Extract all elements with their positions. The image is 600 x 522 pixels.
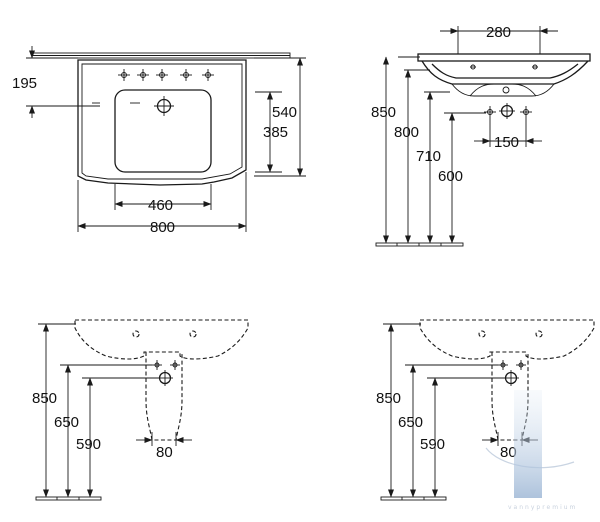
dim-195: 195 [12, 75, 37, 92]
pr-dim-650: 650 [398, 414, 423, 431]
top-basin-outline [77, 59, 247, 186]
watermark-text: vannypremium [508, 504, 577, 511]
pedestal-left-basin [74, 319, 249, 360]
tap-holes [118, 69, 214, 81]
top-bowl [114, 89, 212, 173]
dim-800-side: 800 [394, 124, 419, 141]
pl-dim-850: 850 [32, 390, 57, 407]
side-view: 280 850 800 710 600 [371, 24, 591, 247]
dim-800: 800 [150, 219, 175, 236]
supply-fittings [484, 103, 532, 119]
pedestal-left-column [145, 352, 183, 441]
dim-385: 385 [263, 124, 288, 141]
dim-600: 600 [438, 168, 463, 185]
pedestal-view-left: 850 650 590 80 [32, 319, 249, 501]
watermark-logo: vannypremium [485, 390, 577, 511]
dim-850: 850 [371, 104, 396, 121]
pedestal-left-floor [35, 496, 102, 501]
side-basin-rim [417, 53, 591, 62]
dim-710: 710 [416, 148, 441, 165]
pl-dim-590: 590 [76, 436, 101, 453]
pl-dim-80: 80 [156, 444, 173, 461]
pedestal-right-basin [419, 319, 595, 360]
pr-dim-590: 590 [420, 436, 445, 453]
pr-dim-80: 80 [500, 444, 517, 461]
side-basin-body [421, 60, 589, 85]
side-floor [375, 242, 464, 247]
pedestal-view-right: 850 650 590 80 [376, 319, 595, 501]
dim-280: 280 [486, 24, 511, 41]
pl-dim-650: 650 [54, 414, 79, 431]
dim-540: 540 [272, 104, 297, 121]
top-view: 195 540 385 460 800 [12, 46, 306, 236]
watermark-bar [514, 390, 542, 498]
pedestal-right-floor [380, 496, 447, 501]
dim-460: 460 [148, 197, 173, 214]
pr-dim-850: 850 [376, 390, 401, 407]
pedestal-right-column [491, 352, 529, 441]
dim-150: 150 [494, 134, 519, 151]
